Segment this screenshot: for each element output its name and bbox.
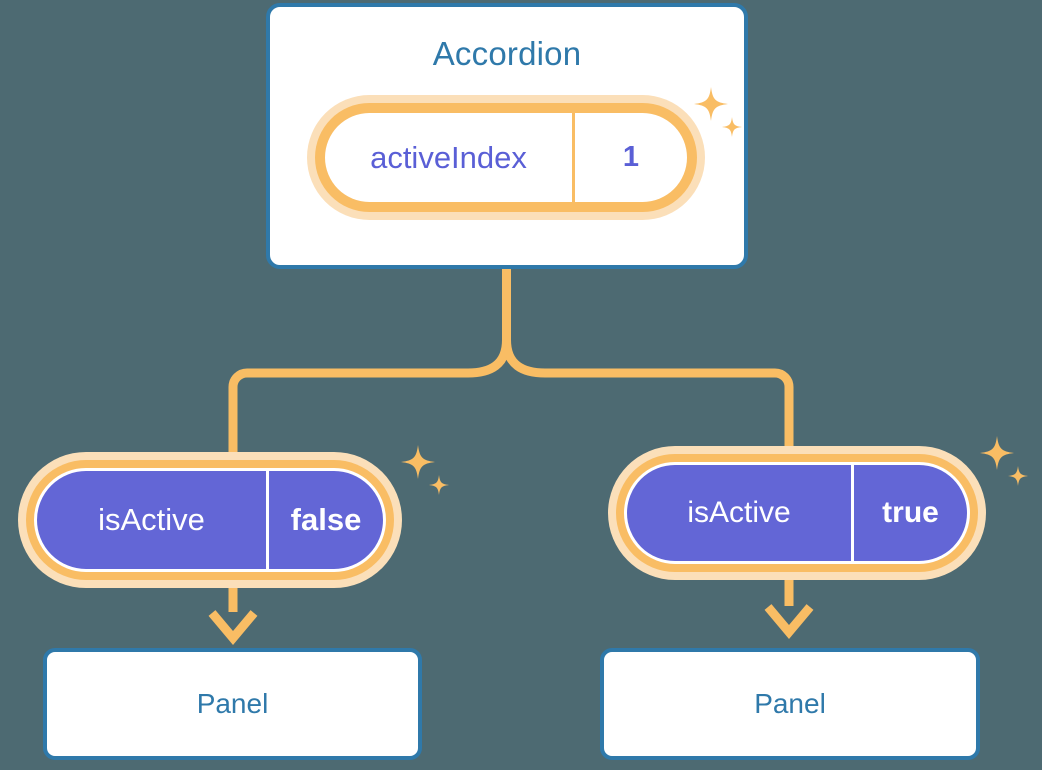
prop-key-isactive-right: isActive	[687, 496, 791, 529]
accordion-title: Accordion	[432, 35, 582, 72]
pill-body: isActive true	[624, 462, 970, 564]
arrow-down-right-icon	[764, 604, 814, 639]
panel-component-card-left[interactable]: Panel	[43, 648, 422, 760]
panel-title-left: Panel	[196, 688, 269, 719]
prop-value-activeindex: 1	[572, 113, 687, 202]
panel-title-right: Panel	[754, 688, 826, 719]
prop-pill-isactive-false[interactable]: isActive false	[18, 452, 402, 588]
connector-branch-left	[228, 339, 511, 456]
pill-body: activeIndex 1	[325, 113, 687, 202]
prop-key-activeindex: activeIndex	[370, 139, 527, 175]
connector-branch-right	[502, 339, 794, 452]
prop-pill-isactive-true[interactable]: isActive true	[608, 446, 986, 580]
panel-component-card-right[interactable]: Panel	[600, 648, 980, 760]
prop-value-isactive-left: false	[266, 471, 383, 569]
pill-body: isActive false	[34, 468, 386, 572]
arrow-down-left-icon	[208, 610, 258, 645]
prop-pill-activeindex[interactable]: activeIndex 1	[307, 95, 705, 220]
prop-value-isactive-right: true	[851, 465, 967, 561]
prop-key-isactive-left: isActive	[98, 502, 205, 537]
